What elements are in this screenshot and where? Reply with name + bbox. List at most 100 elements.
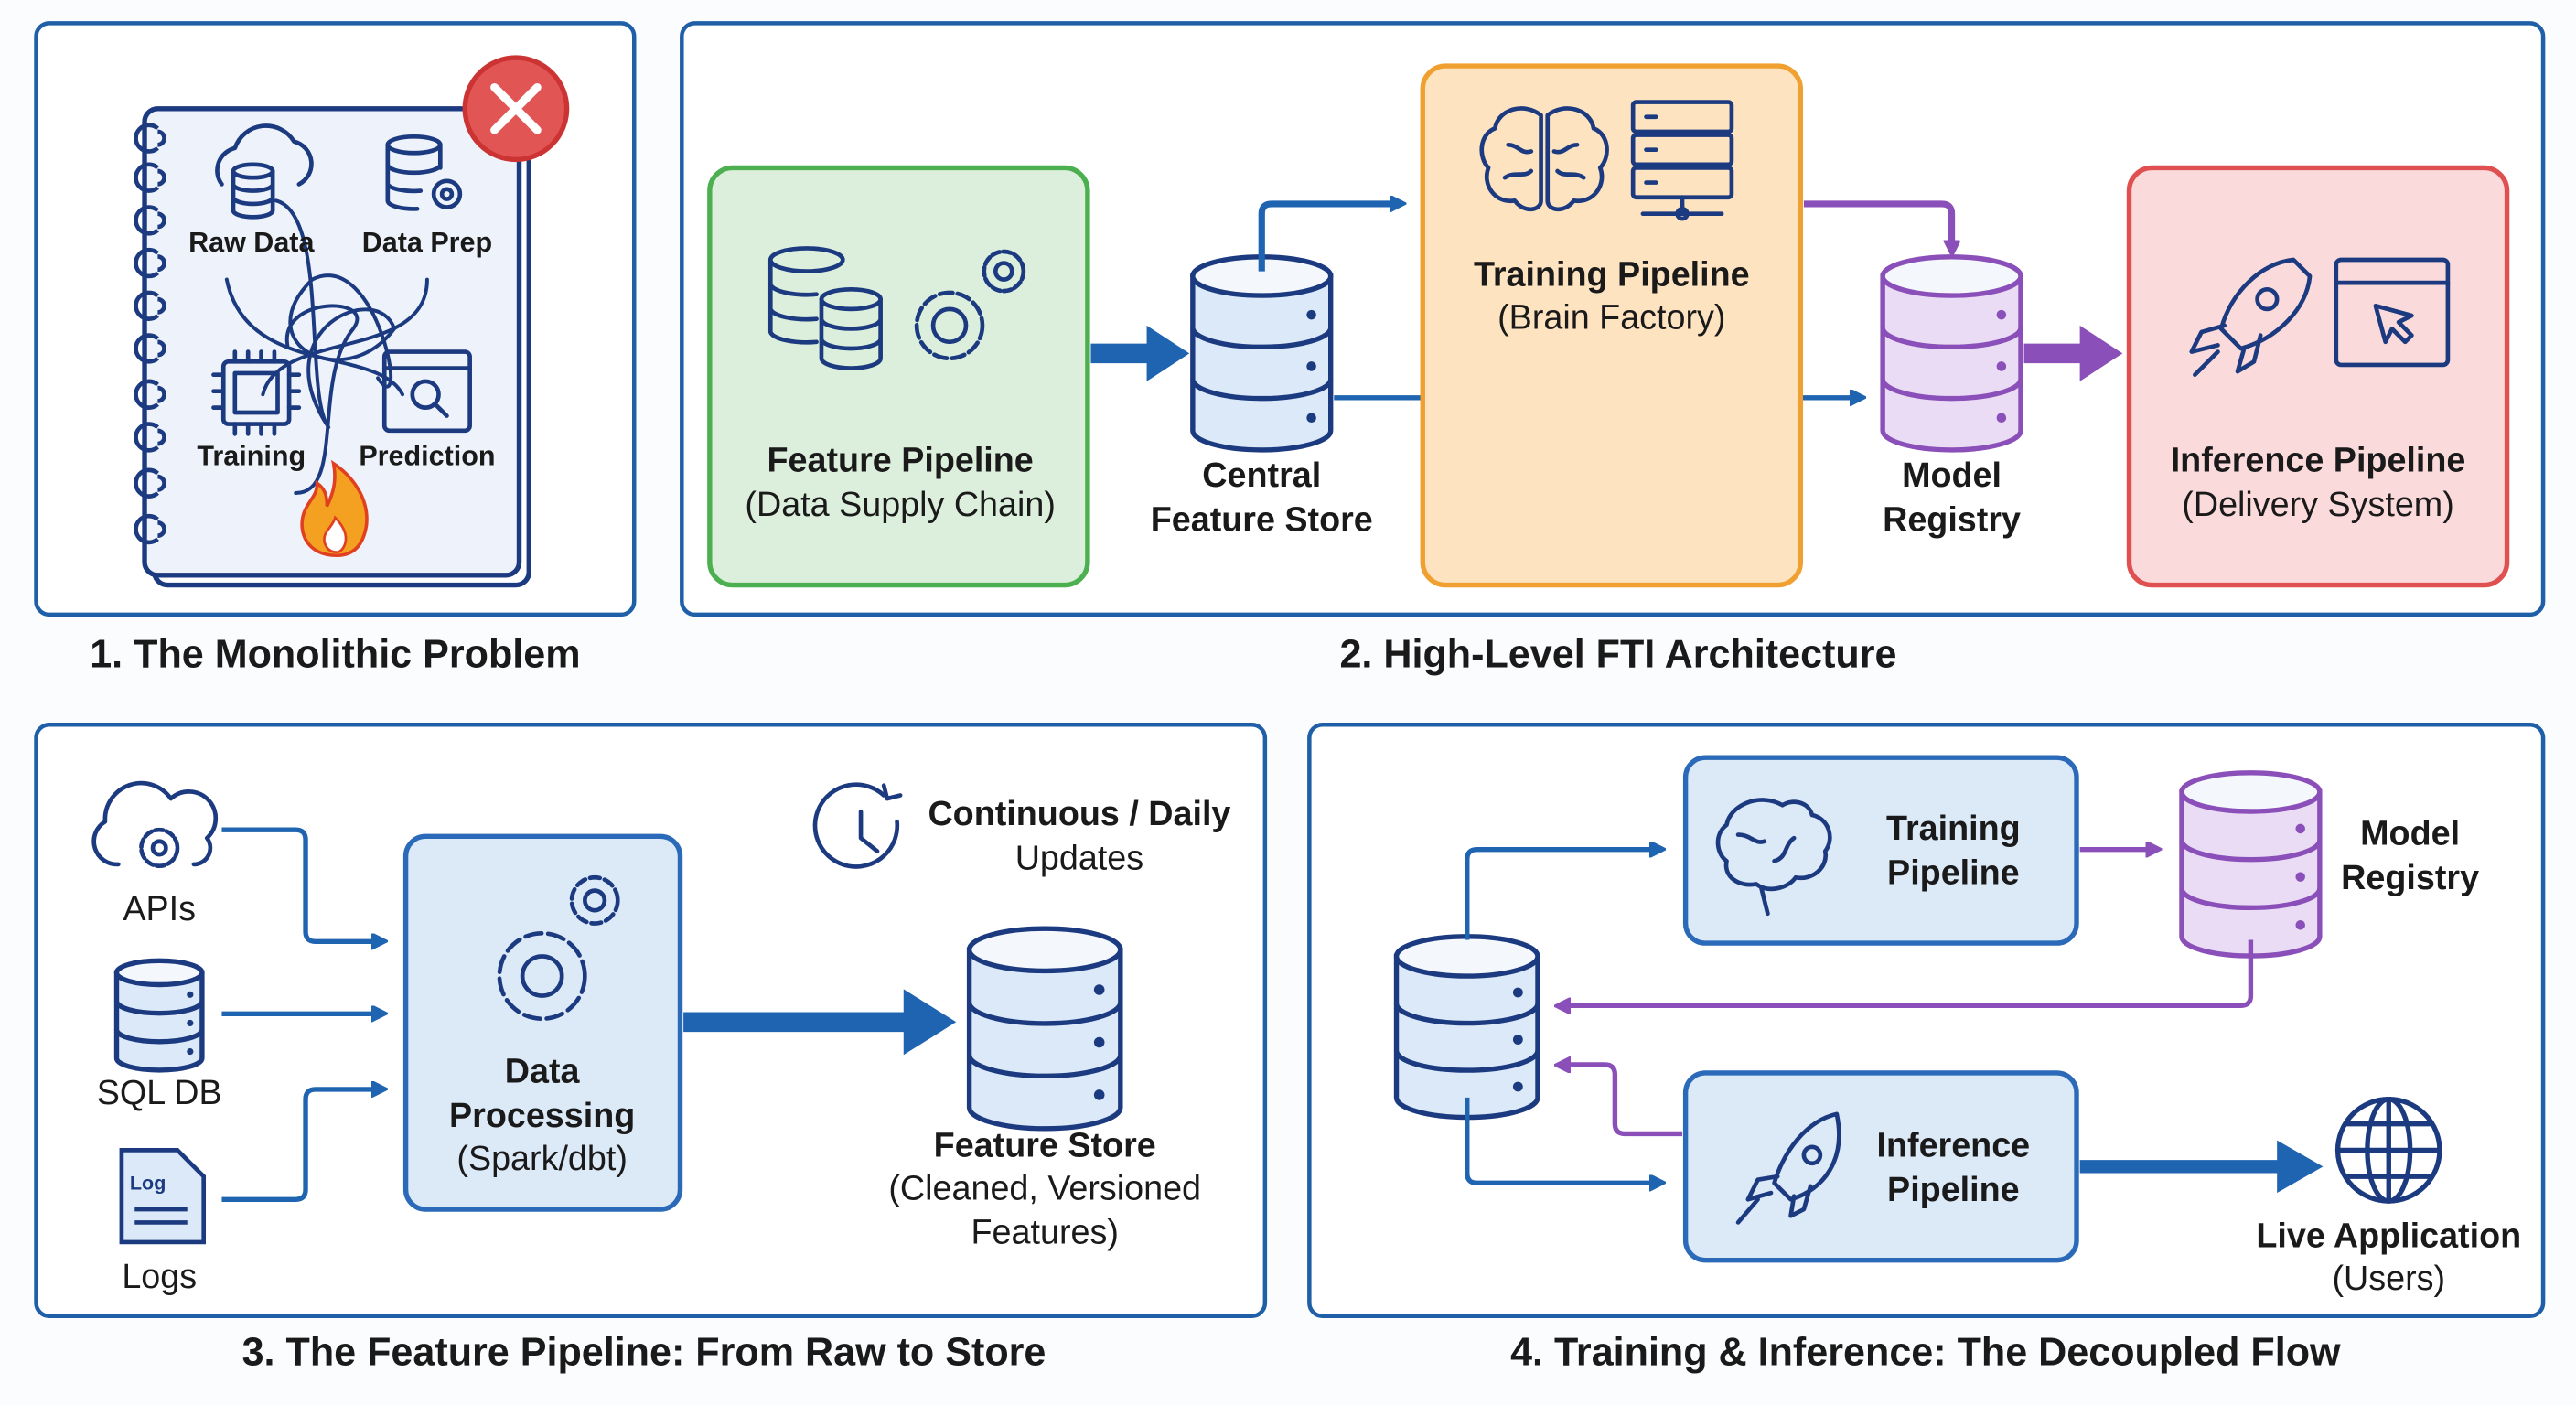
cloud-gear-icon <box>91 780 219 869</box>
cylinder-led <box>1093 984 1105 995</box>
spiral-ring <box>134 379 166 410</box>
processing-line-3: (Spark/dbt) <box>456 1139 628 1177</box>
arrow-store-to-training <box>1465 850 1659 940</box>
svg-text:Log: Log <box>130 1171 166 1194</box>
model-registry-icon <box>2179 770 2323 959</box>
error-x-icon <box>462 55 570 163</box>
spiral-ring <box>134 205 166 236</box>
inference-pipeline-title: Inference Pipeline <box>2171 441 2466 479</box>
cylinder-body <box>966 947 1123 1132</box>
cylinder-band <box>966 1002 1123 1026</box>
panel-monolithic-problem: Raw Data Data Prep Training Prediction 1… <box>34 21 637 676</box>
app-line-2: (Users) <box>2332 1259 2445 1297</box>
panel3-title: 3. The Feature Pipeline: From Raw to Sto… <box>242 1331 1046 1375</box>
cylinder-band <box>2179 840 2323 863</box>
cylinder-led <box>187 991 194 998</box>
cylinder-band <box>966 1054 1123 1079</box>
inference-pipeline-box: Inference Pipeline (Delivery System) <box>2126 165 2510 588</box>
schedule-line-1: Continuous / Daily <box>928 794 1230 832</box>
arrowhead <box>903 989 957 1056</box>
cylinder-led <box>1512 987 1523 998</box>
store-line-2: (Cleaned, Versioned <box>888 1168 1201 1207</box>
arrowhead <box>1146 325 1190 381</box>
label-data-prep: Data Prep <box>362 227 492 258</box>
cylinder-led <box>1093 1089 1105 1100</box>
arrow-logs <box>221 1089 381 1202</box>
feature-pipeline-box: Feature Pipeline (Data Supply Chain) <box>707 165 1090 588</box>
inference-pipeline-box: Inference Pipeline <box>1682 1070 2079 1263</box>
cylinder-top <box>2179 770 2323 814</box>
cylinder-led <box>2295 823 2305 834</box>
cylinder-led <box>1996 309 2007 320</box>
arrow-registry-to-store <box>1561 939 2254 1006</box>
panel-feature-pipeline: APIs SQL DB Log Logs Data Processing (Sp… <box>34 722 1268 1375</box>
fire-icon <box>300 459 369 558</box>
log-file-icon: Log <box>119 1148 207 1245</box>
chip-icon <box>211 349 302 436</box>
cylinder-led <box>2295 920 2305 930</box>
model-registry-label-1: Model <box>1902 456 2002 494</box>
sql-db-icon <box>113 958 205 1073</box>
cylinder-led <box>1512 1035 1523 1045</box>
cloud-database-icon <box>215 123 314 220</box>
cylinder-band <box>1393 1050 1540 1073</box>
store-line-3: Features) <box>971 1213 1119 1251</box>
databases-gears-icon <box>767 246 1026 370</box>
spiral-ring <box>134 247 166 279</box>
arrow-training-to-registry <box>1803 200 1952 250</box>
cylinder-body <box>2179 789 2323 959</box>
inference-pipeline-subtitle: (Delivery System) <box>2182 485 2453 523</box>
arrow-inference-to-store <box>1561 1065 1683 1137</box>
cylinder-led <box>1996 361 2007 371</box>
cylinder-top <box>966 926 1123 974</box>
arrowhead <box>2277 1140 2324 1194</box>
brain-icon <box>1715 798 1832 917</box>
cylinder-body <box>1393 953 1540 1121</box>
cylinder-band <box>1190 327 1334 350</box>
arrow-apis <box>221 827 381 941</box>
panel-fti-architecture: Feature Pipeline (Data Supply Chain) Cen… <box>680 21 2546 676</box>
database-gear-icon <box>385 134 463 211</box>
arrowhead <box>2079 325 2123 381</box>
arrow-store-to-inference <box>1465 1097 1659 1183</box>
cylinder-led <box>1306 309 1316 320</box>
cylinder-body <box>1880 273 2023 453</box>
inference-line-2: Pipeline <box>1887 1170 2020 1208</box>
panel1-title: 1. The Monolithic Problem <box>90 632 580 676</box>
cylinder-band <box>1393 1003 1540 1026</box>
spiral-ring <box>134 162 166 193</box>
spiral-ring <box>134 422 166 453</box>
clock-refresh-icon <box>812 782 903 869</box>
spiral-ring <box>134 513 166 545</box>
store-line-1: Feature Store <box>934 1126 1156 1164</box>
app-line-1: Live Application <box>2256 1216 2521 1254</box>
cylinder-led <box>2295 872 2305 882</box>
schedule-line-2: Updates <box>1015 838 1143 876</box>
label-raw-data: Raw Data <box>188 227 315 258</box>
training-pipeline-box: Training Pipeline (Brain Factory) <box>1420 63 1804 588</box>
source-sql-db: SQL DB <box>97 1073 222 1111</box>
cylinder-led <box>1306 413 1316 423</box>
training-line-2: Pipeline <box>1887 853 2020 891</box>
globe-icon <box>2334 1097 2442 1204</box>
training-line-1: Training <box>1886 809 2021 847</box>
rocket-icon <box>2189 257 2313 378</box>
cylinder-led <box>1306 361 1316 371</box>
cylinder-band <box>1880 379 2023 402</box>
cylinder-top <box>113 958 205 988</box>
training-pipeline-subtitle: (Brain Factory) <box>1497 297 1725 336</box>
cylinder-top <box>1880 254 2023 298</box>
browser-cursor-icon <box>2334 257 2451 368</box>
server-rack-icon <box>1630 100 1734 221</box>
cylinder-led <box>1093 1036 1105 1048</box>
model-registry-label-2: Registry <box>1883 499 2021 538</box>
rocket-icon <box>1735 1111 1841 1225</box>
central-feature-store-icon <box>1190 254 1334 453</box>
label-training: Training <box>197 440 306 471</box>
registry-line-2: Registry <box>2341 858 2479 896</box>
feature-pipeline-title: Feature Pipeline <box>767 441 1034 479</box>
cylinder-band <box>2179 887 2323 911</box>
data-processing-box: Data Processing (Spark/dbt) <box>402 833 683 1212</box>
label-prediction: Prediction <box>359 440 495 471</box>
